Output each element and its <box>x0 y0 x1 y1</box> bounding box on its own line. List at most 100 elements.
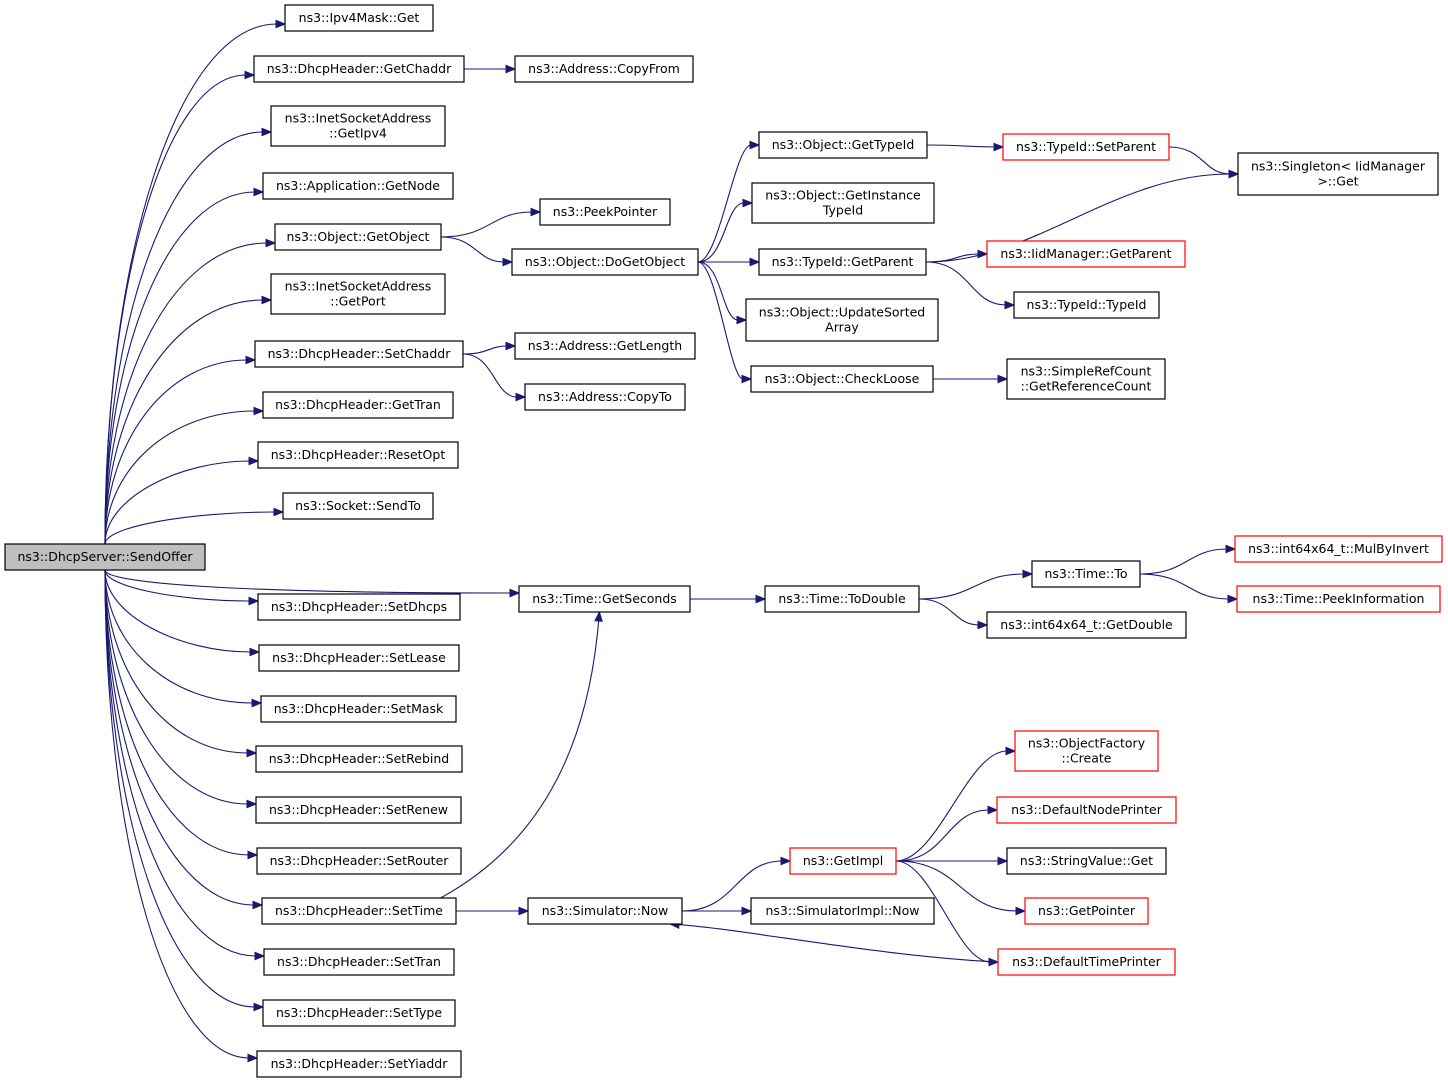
node-label: ns3::DhcpHeader::SetRenew <box>269 802 448 817</box>
node-label: ns3::DhcpHeader::SetType <box>276 1005 442 1020</box>
node-typeid_getparent[interactable]: ns3::TypeId::GetParent <box>758 248 927 276</box>
node-simulator_now[interactable]: ns3::Simulator::Now <box>527 897 683 925</box>
node-label: ns3::Simulator::Now <box>542 903 669 918</box>
edge-arrowhead <box>518 906 530 916</box>
node-objectfactory_create[interactable]: ns3::ObjectFactory::Create <box>1014 730 1159 772</box>
node-box <box>255 796 462 824</box>
node-typeid_typeid[interactable]: ns3::TypeId::TypeId <box>1013 291 1160 319</box>
node-socket_sendto[interactable]: ns3::Socket::SendTo <box>282 492 434 520</box>
node-app_getnode[interactable]: ns3::Application::GetNode <box>262 172 454 200</box>
edge-obj_dogetobject-to-obj_updatesorted <box>697 261 748 325</box>
node-box <box>539 198 671 226</box>
node-settime[interactable]: ns3::DhcpHeader::SetTime <box>261 897 457 925</box>
node-ipv4mask_get[interactable]: ns3::Ipv4Mask::Get <box>284 4 434 32</box>
node-typeid_setparent[interactable]: ns3::TypeId::SetParent <box>1002 133 1170 161</box>
node-setrouter[interactable]: ns3::DhcpHeader::SetRouter <box>256 847 462 875</box>
node-simulatorimpl_now[interactable]: ns3::SimulatorImpl::Now <box>750 897 935 925</box>
node-label: ns3::Time::ToDouble <box>778 591 906 606</box>
node-address_copyto[interactable]: ns3::Address::CopyTo <box>524 383 686 411</box>
node-box <box>263 948 455 976</box>
node-label: ns3::SimpleRefCount <box>1021 364 1152 379</box>
node-label: ns3::IidManager::GetParent <box>1000 246 1171 261</box>
node-int64_getdouble[interactable]: ns3::int64x64_t::GetDouble <box>986 611 1187 639</box>
edge-arrowhead <box>261 127 273 137</box>
node-setrebind[interactable]: ns3::DhcpHeader::SetRebind <box>255 745 463 773</box>
node-box <box>524 383 686 411</box>
edge-simulator_now-to-simulatorimpl_now <box>681 906 753 916</box>
edge-line <box>918 573 1025 600</box>
node-box <box>1031 560 1141 588</box>
edge-line <box>697 144 752 263</box>
node-simplerefcount[interactable]: ns3::SimpleRefCount::GetReferenceCount <box>1006 358 1166 400</box>
node-inet_getport[interactable]: ns3::InetSocketAddress::GetPort <box>270 273 446 315</box>
node-inet_getipv4[interactable]: ns3::InetSocketAddress::GetIpv4 <box>270 105 446 147</box>
node-obj_checkloose[interactable]: ns3::Object::CheckLoose <box>750 365 934 393</box>
nodes-layer: ns3::DhcpServer::SendOffer ns3::Ipv4Mask:… <box>4 4 1443 1078</box>
node-time_todouble[interactable]: ns3::Time::ToDouble <box>764 585 920 613</box>
node-singleton_get[interactable]: ns3::Singleton< IidManager >::Get <box>1237 152 1439 196</box>
node-setdhcps[interactable]: ns3::DhcpHeader::SetDhcps <box>257 593 461 621</box>
node-time_peekinformation[interactable]: ns3::Time::PeekInformation <box>1236 585 1441 613</box>
node-root[interactable]: ns3::DhcpServer::SendOffer <box>4 543 206 571</box>
node-getchaddr[interactable]: ns3::DhcpHeader::GetChaddr <box>253 55 465 83</box>
edge-getimpl-to-stringvalue_get <box>896 856 1009 866</box>
node-box <box>262 172 454 200</box>
edge-arrowhead <box>997 374 1009 384</box>
edge-obj_dogetobject-to-obj_getinstancetypeid <box>697 198 754 263</box>
node-getimpl[interactable]: ns3::GetImpl <box>789 847 897 875</box>
edge-root-to-settran <box>104 569 266 961</box>
node-label: TypeId <box>822 203 863 218</box>
node-setchaddr[interactable]: ns3::DhcpHeader::SetChaddr <box>254 340 464 368</box>
node-peekpointer[interactable]: ns3::PeekPointer <box>539 198 671 226</box>
node-label: ns3::Application::GetNode <box>276 178 440 193</box>
edge-setchaddr-to-address_copyto <box>462 353 527 402</box>
edge-root-to-setyiaddr <box>104 569 259 1063</box>
node-box <box>255 745 463 773</box>
node-setlease[interactable]: ns3::DhcpHeader::SetLease <box>258 644 460 672</box>
node-time_getseconds[interactable]: ns3::Time::GetSeconds <box>518 585 691 613</box>
node-iidmanager_getparent[interactable]: ns3::IidManager::GetParent <box>986 240 1186 268</box>
edge-root-to-app_getnode <box>104 187 265 545</box>
node-defaultnodeprinter[interactable]: ns3::DefaultNodePrinter <box>996 796 1177 824</box>
edge-obj_getobject-to-obj_dogetobject <box>440 236 514 267</box>
node-setyiaddr[interactable]: ns3::DhcpHeader::SetYiaddr <box>256 1050 462 1078</box>
edge-line <box>462 353 518 398</box>
node-box <box>750 897 935 925</box>
edge-line <box>926 144 996 148</box>
edge-line <box>925 173 1231 263</box>
node-resetopt[interactable]: ns3::DhcpHeader::ResetOpt <box>257 441 459 469</box>
node-settran[interactable]: ns3::DhcpHeader::SetTran <box>263 948 455 976</box>
node-label: ns3::PeekPointer <box>553 204 658 219</box>
node-box <box>257 593 461 621</box>
node-int64_mulbyinvert[interactable]: ns3::int64x64_t::MulByInvert <box>1234 535 1443 563</box>
node-setrenew[interactable]: ns3::DhcpHeader::SetRenew <box>255 796 462 824</box>
edge-typeid_setparent-to-singleton_get <box>1168 146 1240 179</box>
node-address_getlength[interactable]: ns3::Address::GetLength <box>514 332 696 360</box>
node-box <box>745 298 939 342</box>
node-box <box>996 796 1177 824</box>
node-obj_getobject[interactable]: ns3::Object::GetObject <box>274 223 442 251</box>
edge-arrowhead <box>275 19 287 29</box>
edge-arrowhead <box>246 748 258 758</box>
node-setmask[interactable]: ns3::DhcpHeader::SetMask <box>260 695 457 723</box>
node-label: Array <box>825 320 859 335</box>
node-settype[interactable]: ns3::DhcpHeader::SetType <box>262 999 456 1027</box>
node-getpointer[interactable]: ns3::GetPointer <box>1024 897 1149 925</box>
node-obj_gettypeid[interactable]: ns3::Object::GetTypeId <box>758 131 928 159</box>
edge-arrowhead <box>509 588 521 598</box>
node-stringvalue_get[interactable]: ns3::StringValue::Get <box>1006 847 1167 875</box>
edge-line <box>104 569 250 856</box>
edge-arrowhead <box>247 1053 259 1063</box>
edge-obj_dogetobject-to-obj_checkloose <box>697 261 753 384</box>
node-time_to[interactable]: ns3::Time::To <box>1031 560 1141 588</box>
node-box <box>270 273 446 315</box>
node-defaulttimeprinter[interactable]: ns3::DefaultTimePrinter <box>997 948 1176 976</box>
node-address_copyfrom[interactable]: ns3::Address::CopyFrom <box>514 55 694 83</box>
node-gettran[interactable]: ns3::DhcpHeader::GetTran <box>262 391 454 419</box>
node-obj_dogetobject[interactable]: ns3::Object::DoGetObject <box>511 248 699 276</box>
node-label: ns3::InetSocketAddress <box>285 279 432 294</box>
node-label: ns3::Time::GetSeconds <box>532 591 677 606</box>
edge-obj_checkloose-to-simplerefcount <box>932 374 1009 384</box>
